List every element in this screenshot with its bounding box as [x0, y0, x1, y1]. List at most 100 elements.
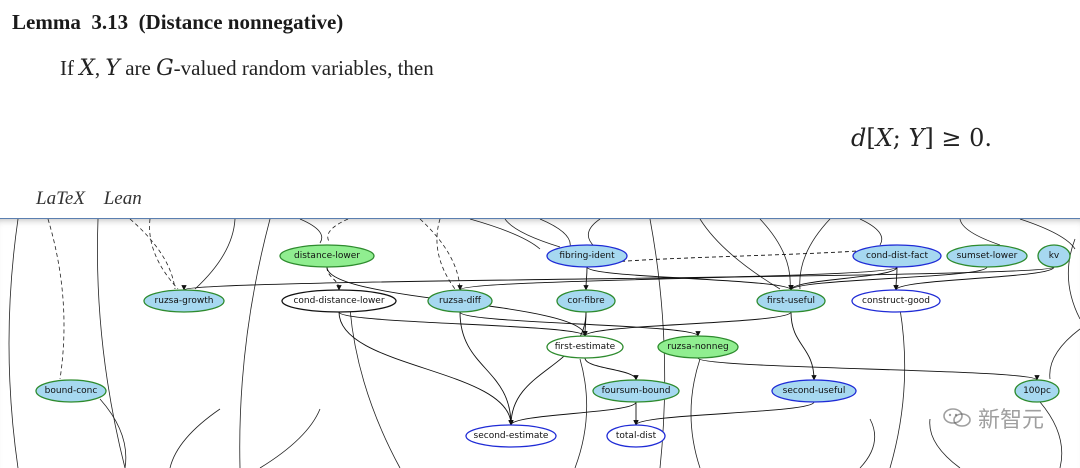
node-first-estimate[interactable]: first-estimate [546, 335, 624, 359]
node-shape[interactable] [657, 335, 739, 359]
node-label: ruzsa-growth [155, 296, 214, 306]
node-shape[interactable] [852, 244, 942, 268]
eq-y: Y [908, 124, 925, 152]
lemma-statement: If X, Y are G-valued random variables, t… [60, 56, 434, 81]
context-edge [169, 408, 221, 468]
node-label: bound-conc [45, 386, 98, 396]
eq-d: d [850, 124, 867, 152]
node-shape[interactable] [143, 289, 225, 313]
context-edge [759, 219, 791, 290]
node-shape[interactable] [546, 244, 628, 268]
edge-cond-distance-lower-to-second-estimate [338, 311, 514, 426]
node-label: distance-lower [294, 251, 360, 261]
node-cor-fibre[interactable]: cor-fibre [556, 289, 616, 313]
node-shape[interactable] [946, 244, 1028, 268]
node-second-useful[interactable]: second-useful [771, 379, 857, 403]
node-label: first-useful [767, 296, 815, 306]
node-label: ruzsa-nonneg [667, 342, 728, 352]
node-shape[interactable] [606, 424, 666, 448]
edge-ruzsa-diff-to-second-estimate [459, 311, 514, 426]
node-shape[interactable] [1014, 379, 1060, 403]
context-edge [539, 219, 571, 248]
node-cond-dist-fact[interactable]: cond-dist-fact [852, 244, 942, 268]
context-edge [129, 219, 176, 290]
math-var-y: Y [105, 56, 120, 81]
node-kv[interactable]: kv [1037, 244, 1071, 268]
context-edge [47, 219, 65, 380]
edge-cond-dist-fact-to-first-useful [788, 266, 898, 291]
edge-ruzsa-nonneg-to-100pc [697, 357, 1040, 381]
node-ruzsa-diff[interactable]: ruzsa-diff [427, 289, 493, 313]
node-label: second-estimate [474, 431, 549, 441]
node-label: construct-good [862, 296, 930, 306]
node-fibring-ident[interactable]: fibring-ident [546, 244, 628, 268]
watermark: 新智元 [942, 402, 1044, 434]
edge-sumset-lower-to-first-useful [788, 266, 988, 291]
context-edge [97, 219, 126, 468]
context-edge [149, 219, 179, 290]
math-var-g: G [156, 56, 174, 81]
context-edge [588, 219, 601, 248]
source-links: LaTeX Lean [36, 188, 156, 210]
node-shape[interactable] [756, 289, 826, 313]
node-second-estimate[interactable]: second-estimate [465, 424, 557, 448]
node-shape[interactable] [279, 244, 375, 268]
watermark-text: 新智元 [977, 408, 1044, 433]
edge-first-useful-to-second-useful [790, 311, 817, 381]
context-edge [1039, 401, 1063, 468]
node-shape[interactable] [1037, 244, 1071, 268]
node-shape[interactable] [35, 379, 107, 403]
lemma-title: Lemma 3.13 (Distance nonnegative) [12, 10, 344, 34]
eq-lbracket: [ [866, 124, 876, 152]
node-bound-conc[interactable]: bound-conc [35, 379, 107, 403]
node-distance-lower[interactable]: distance-lower [279, 244, 375, 268]
edge-distance-lower-to-cond-distance-lower [326, 266, 342, 291]
node-shape[interactable] [771, 379, 857, 403]
edge-first-useful-to-first-estimate [582, 311, 792, 337]
dependency-graph[interactable]: distance-lower fibring-ident cond-dist-fac… [0, 219, 1080, 468]
node-cond-distance-lower[interactable]: cond-distance-lower [281, 289, 397, 313]
context-edge [436, 219, 456, 290]
context-edge [194, 219, 236, 290]
edge-cor-fibre-to-second-estimate [508, 311, 587, 426]
edge-first-estimate-to-foursum-bound [584, 357, 639, 381]
context-edge [349, 308, 401, 468]
context-edge [504, 219, 561, 248]
node-shape[interactable] [851, 289, 941, 313]
node-total-dist[interactable]: total-dist [606, 424, 666, 448]
node-label: cond-distance-lower [293, 296, 384, 306]
node-sumset-lower[interactable]: sumset-lower [946, 244, 1028, 268]
node-ruzsa-growth[interactable]: ruzsa-growth [143, 289, 225, 313]
node-label: kv [1049, 251, 1060, 261]
eq-rbracket: ] [924, 124, 934, 152]
context-edge [699, 219, 781, 290]
latex-link[interactable]: LaTeX [36, 188, 85, 209]
node-shape[interactable] [427, 289, 493, 313]
node-shape[interactable] [465, 424, 557, 448]
node-100pc[interactable]: 100pc [1014, 379, 1060, 403]
context-edge [889, 308, 906, 468]
node-ruzsa-nonneg[interactable]: ruzsa-nonneg [657, 335, 739, 359]
node-shape[interactable] [556, 289, 616, 313]
node-shape[interactable] [281, 289, 397, 313]
context-edge [1019, 219, 1076, 250]
node-construct-good[interactable]: construct-good [851, 289, 941, 313]
context-edge [469, 219, 541, 250]
context-edge [929, 418, 961, 468]
node-shape[interactable] [592, 379, 680, 403]
node-shape[interactable] [546, 335, 624, 359]
lean-link[interactable]: Lean [103, 188, 142, 209]
node-label: cor-fibre [567, 296, 605, 306]
context-edge [259, 408, 321, 468]
statement-are: are [119, 56, 157, 80]
dependency-graph-panel[interactable]: distance-lower fibring-ident cond-dist-fac… [0, 218, 1080, 468]
node-label: sumset-lower [957, 251, 1018, 261]
eq-relation: ≥ 0. [933, 124, 992, 152]
node-first-useful[interactable]: first-useful [756, 289, 826, 313]
edge-kv-to-construct-good [893, 266, 1055, 291]
node-foursum-bound[interactable]: foursum-bound [592, 379, 680, 403]
context-edge [419, 219, 461, 290]
context-edge [859, 219, 883, 246]
node-label: foursum-bound [602, 386, 671, 396]
context-edge [327, 219, 349, 244]
